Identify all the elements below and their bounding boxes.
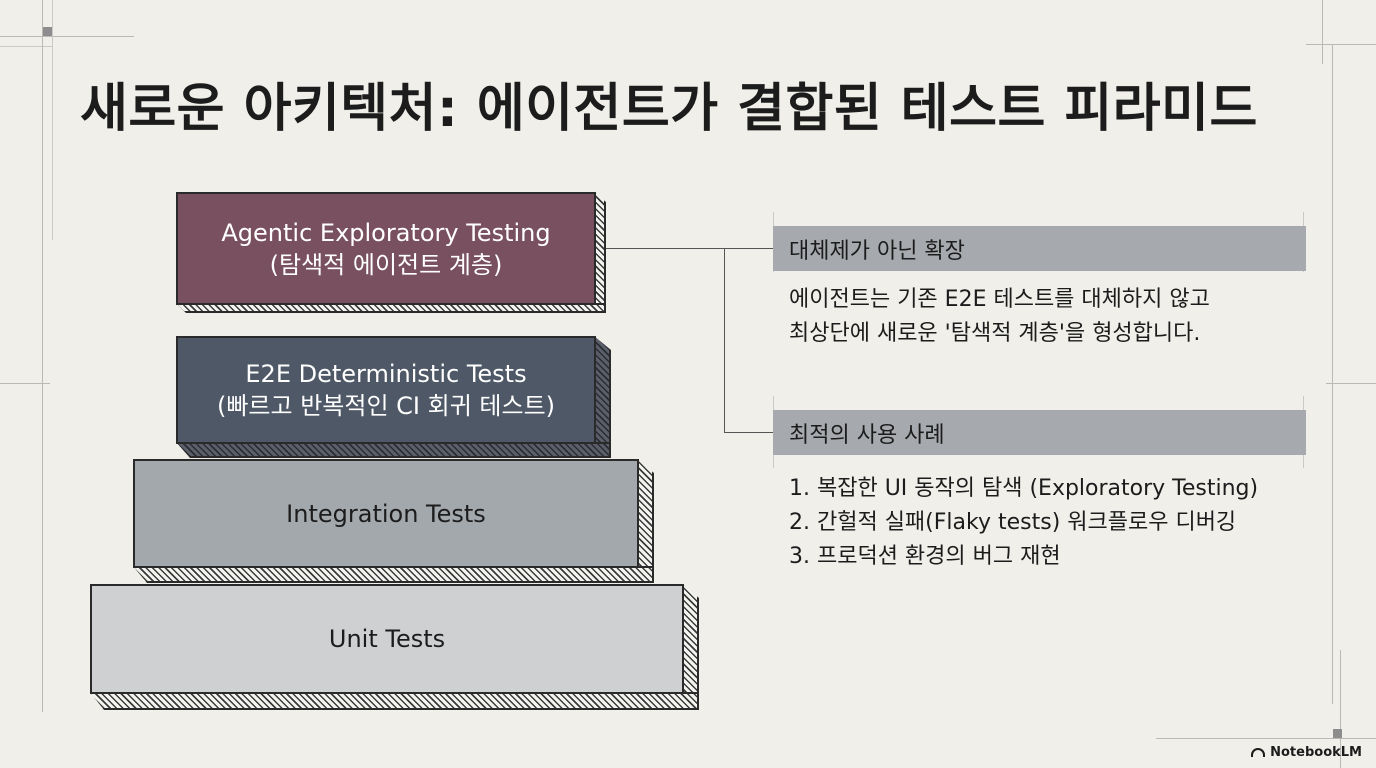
section-heading: 대체제가 아닌 확장 — [773, 226, 1306, 271]
integration-tests-label: Integration Tests — [286, 499, 486, 528]
unit-tests-block: Unit Tests — [90, 584, 684, 694]
connector-line — [724, 248, 725, 432]
section-body-line: 에이전트는 기존 E2E 테스트를 대체하지 않고 — [789, 287, 1210, 312]
unit-tests-block-side — [682, 584, 699, 710]
e2e-tests-label: E2E Deterministic Tests — [245, 360, 527, 388]
use-case-item: 3. 프로덕션 환경의 버그 재현 — [789, 544, 1061, 569]
integration-tests-block-bottom — [133, 566, 654, 583]
notebooklm-logo: NotebookLM — [1251, 745, 1362, 760]
agentic-sublabel: (탐색적 에이전트 계층) — [269, 250, 503, 279]
notebooklm-logo-icon — [1251, 748, 1266, 757]
unit-tests-block-bottom — [90, 692, 699, 710]
section-body: 에이전트는 기존 E2E 테스트를 대체하지 않고 최상단에 새로운 '탐색적 … — [789, 283, 1210, 351]
section-body-line: 최상단에 새로운 '탐색적 계층'을 형성합니다. — [789, 321, 1201, 346]
integration-tests-block: Integration Tests — [133, 459, 639, 568]
use-case-list: 1. 복잡한 UI 동작의 탐색 (Exploratory Testing) 2… — [789, 472, 1258, 574]
use-case-item: 1. 복잡한 UI 동작의 탐색 (Exploratory Testing) — [789, 476, 1259, 501]
e2e-tests-block-side — [594, 336, 611, 458]
agentic-block: Agentic Exploratory Testing (탐색적 에이전트 계층… — [176, 192, 596, 305]
connector-line — [606, 248, 773, 249]
e2e-tests-block: E2E Deterministic Tests (빠르고 반복적인 CI 회귀 … — [176, 336, 596, 444]
section-heading: 최적의 사용 사례 — [773, 410, 1306, 455]
use-case-item: 2. 간헐적 실패(Flaky tests) 워크플로우 디버깅 — [789, 510, 1237, 535]
e2e-tests-sublabel: (빠르고 반복적인 CI 회귀 테스트) — [216, 392, 556, 420]
e2e-tests-block-bottom — [176, 442, 611, 458]
logo-text: NotebookLM — [1270, 745, 1362, 760]
unit-tests-label: Unit Tests — [328, 625, 446, 653]
agentic-label: Agentic Exploratory Testing — [221, 218, 551, 247]
connector-line — [724, 432, 773, 433]
page-title: 새로운 아키텍처: 에이전트가 결합된 테스트 피라미드 — [80, 79, 1258, 139]
